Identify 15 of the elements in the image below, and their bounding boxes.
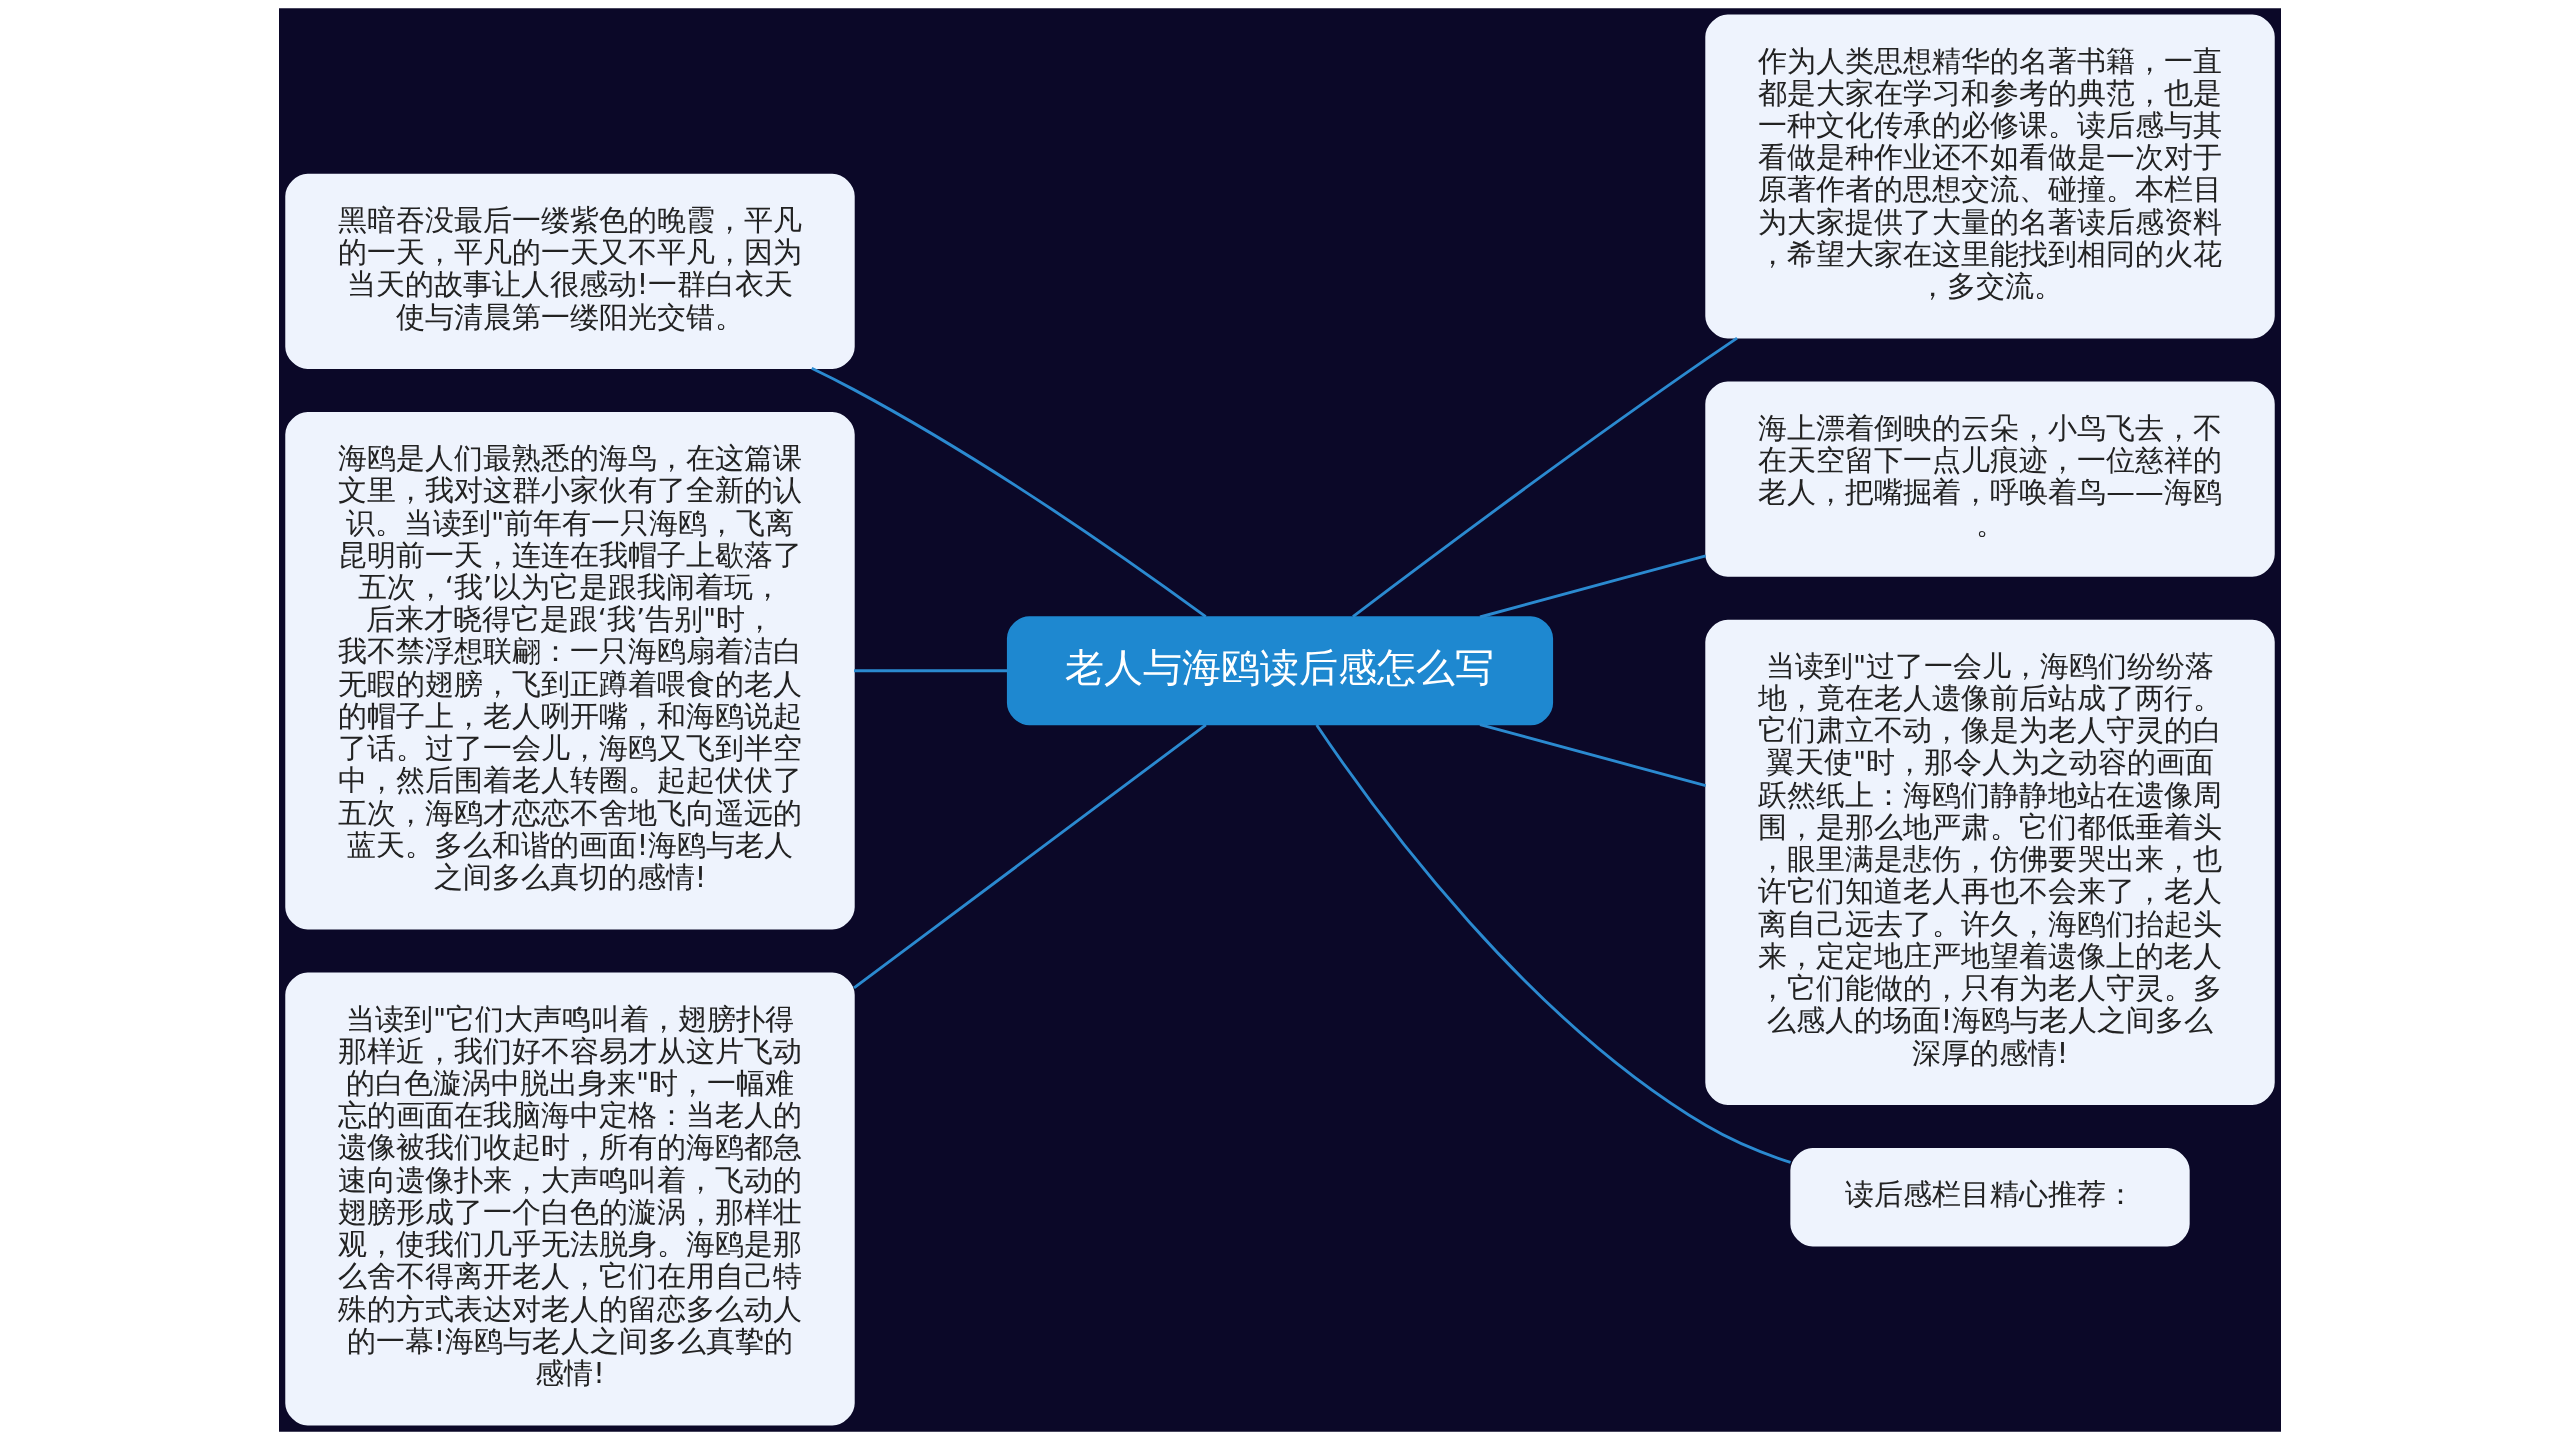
connector xyxy=(1479,554,1707,619)
node-box: 当读到"过了一会儿，海鸥们纷纷落地，竟在老人遗像前后站成了两行。它们肃立不动，像是为老人守灵的白翼天使"时，那令人为之动容的画面跃然纸上：海鸥们静静地站在遗像周围，是那么地严肃。它们都低垂着头，眼里满是悲伤，仿佛要哭出来，也许它们知道老人再也不会来了，老人离自己远去了。许久，海鸥们抬起头来，定定地庄严地望着遗像上的老人，它们能做的，只有为老人守灵。多么感人的场面!海鸥与老人之间多么深厚的感情! xyxy=(1705,619,2275,1105)
node-box: 当读到"它们大声鸣叫着，翅膀扑得那样近，我们好不容易才从这片飞动的白色漩涡中脱出身来"时，一幅难忘的画面在我脑海中定格：当老人的遗像被我们收起时，所有的海鸥都急速向遗像扑来，大声鸣叫着，飞动的翅膀形成了一个白色的漩涡，那样壮观，使我们几乎无法脱身。海鸥是那么舍不得离开老人，它们在用自己特殊的方式表达对老人的留恋多么动人的一幕!海鸥与老人之间多么真挚的感情! xyxy=(285,972,855,1426)
connector xyxy=(1352,336,1738,618)
node-box: 老人与海鸥读后感怎么写 xyxy=(1006,616,1554,726)
connector xyxy=(1479,723,1707,788)
node-box: 海上漂着倒映的云朵，小鸟飞去，不在天空留下一点儿痕迹，一位慈祥的老人，把嘴掘着，呼唤着鸟——海鸥。 xyxy=(1705,381,2275,577)
connector xyxy=(811,367,1207,618)
connector xyxy=(1315,724,1791,1164)
connector xyxy=(853,723,1207,990)
node-box: 海鸥是人们最熟悉的海鸟，在这篇课文里，我对这群小家伙有了全新的认识。当读到"前年有一只海鸥，飞离昆明前一天，连连在我帽子上歇落了五次，‘我’以为它是跟我闹着玩，后来才晓得它是跟‘我’告别"时，我不禁浮想联翩：一只海鸥扇着洁白无暇的翅膀，飞到正蹲着喂食的老人的帽子上，老人咧开嘴，和海鸥说起了话。过了一会儿，海鸥又飞到半空中，然后围着老人转圈。起起伏伏了五次，海鸥才恋恋不舍地飞向遥远的蓝天。多么和谐的画面!海鸥与老人之间多么真切的感情! xyxy=(285,412,855,930)
node-box: 读后感栏目精心推荐： xyxy=(1790,1147,2190,1247)
connector xyxy=(854,669,1008,673)
node-box: 黑暗吞没最后一缕紫色的晚霞，平凡的一天，平凡的一天又不平凡，因为当天的故事让人很感动!一群白衣天使与清晨第一缕阳光交错。 xyxy=(285,173,855,370)
node-box: 作为人类思想精华的名著书籍，一直都是大家在学习和参考的典范，也是一种文化传承的必修课。读后感与其看做是种作业还不如看做是一次对于原著作者的思想交流、碰撞。本栏目为大家提供了大量的名著读后感资料，希望大家在这里能找到相同的火花，多交流。 xyxy=(1705,14,2275,339)
